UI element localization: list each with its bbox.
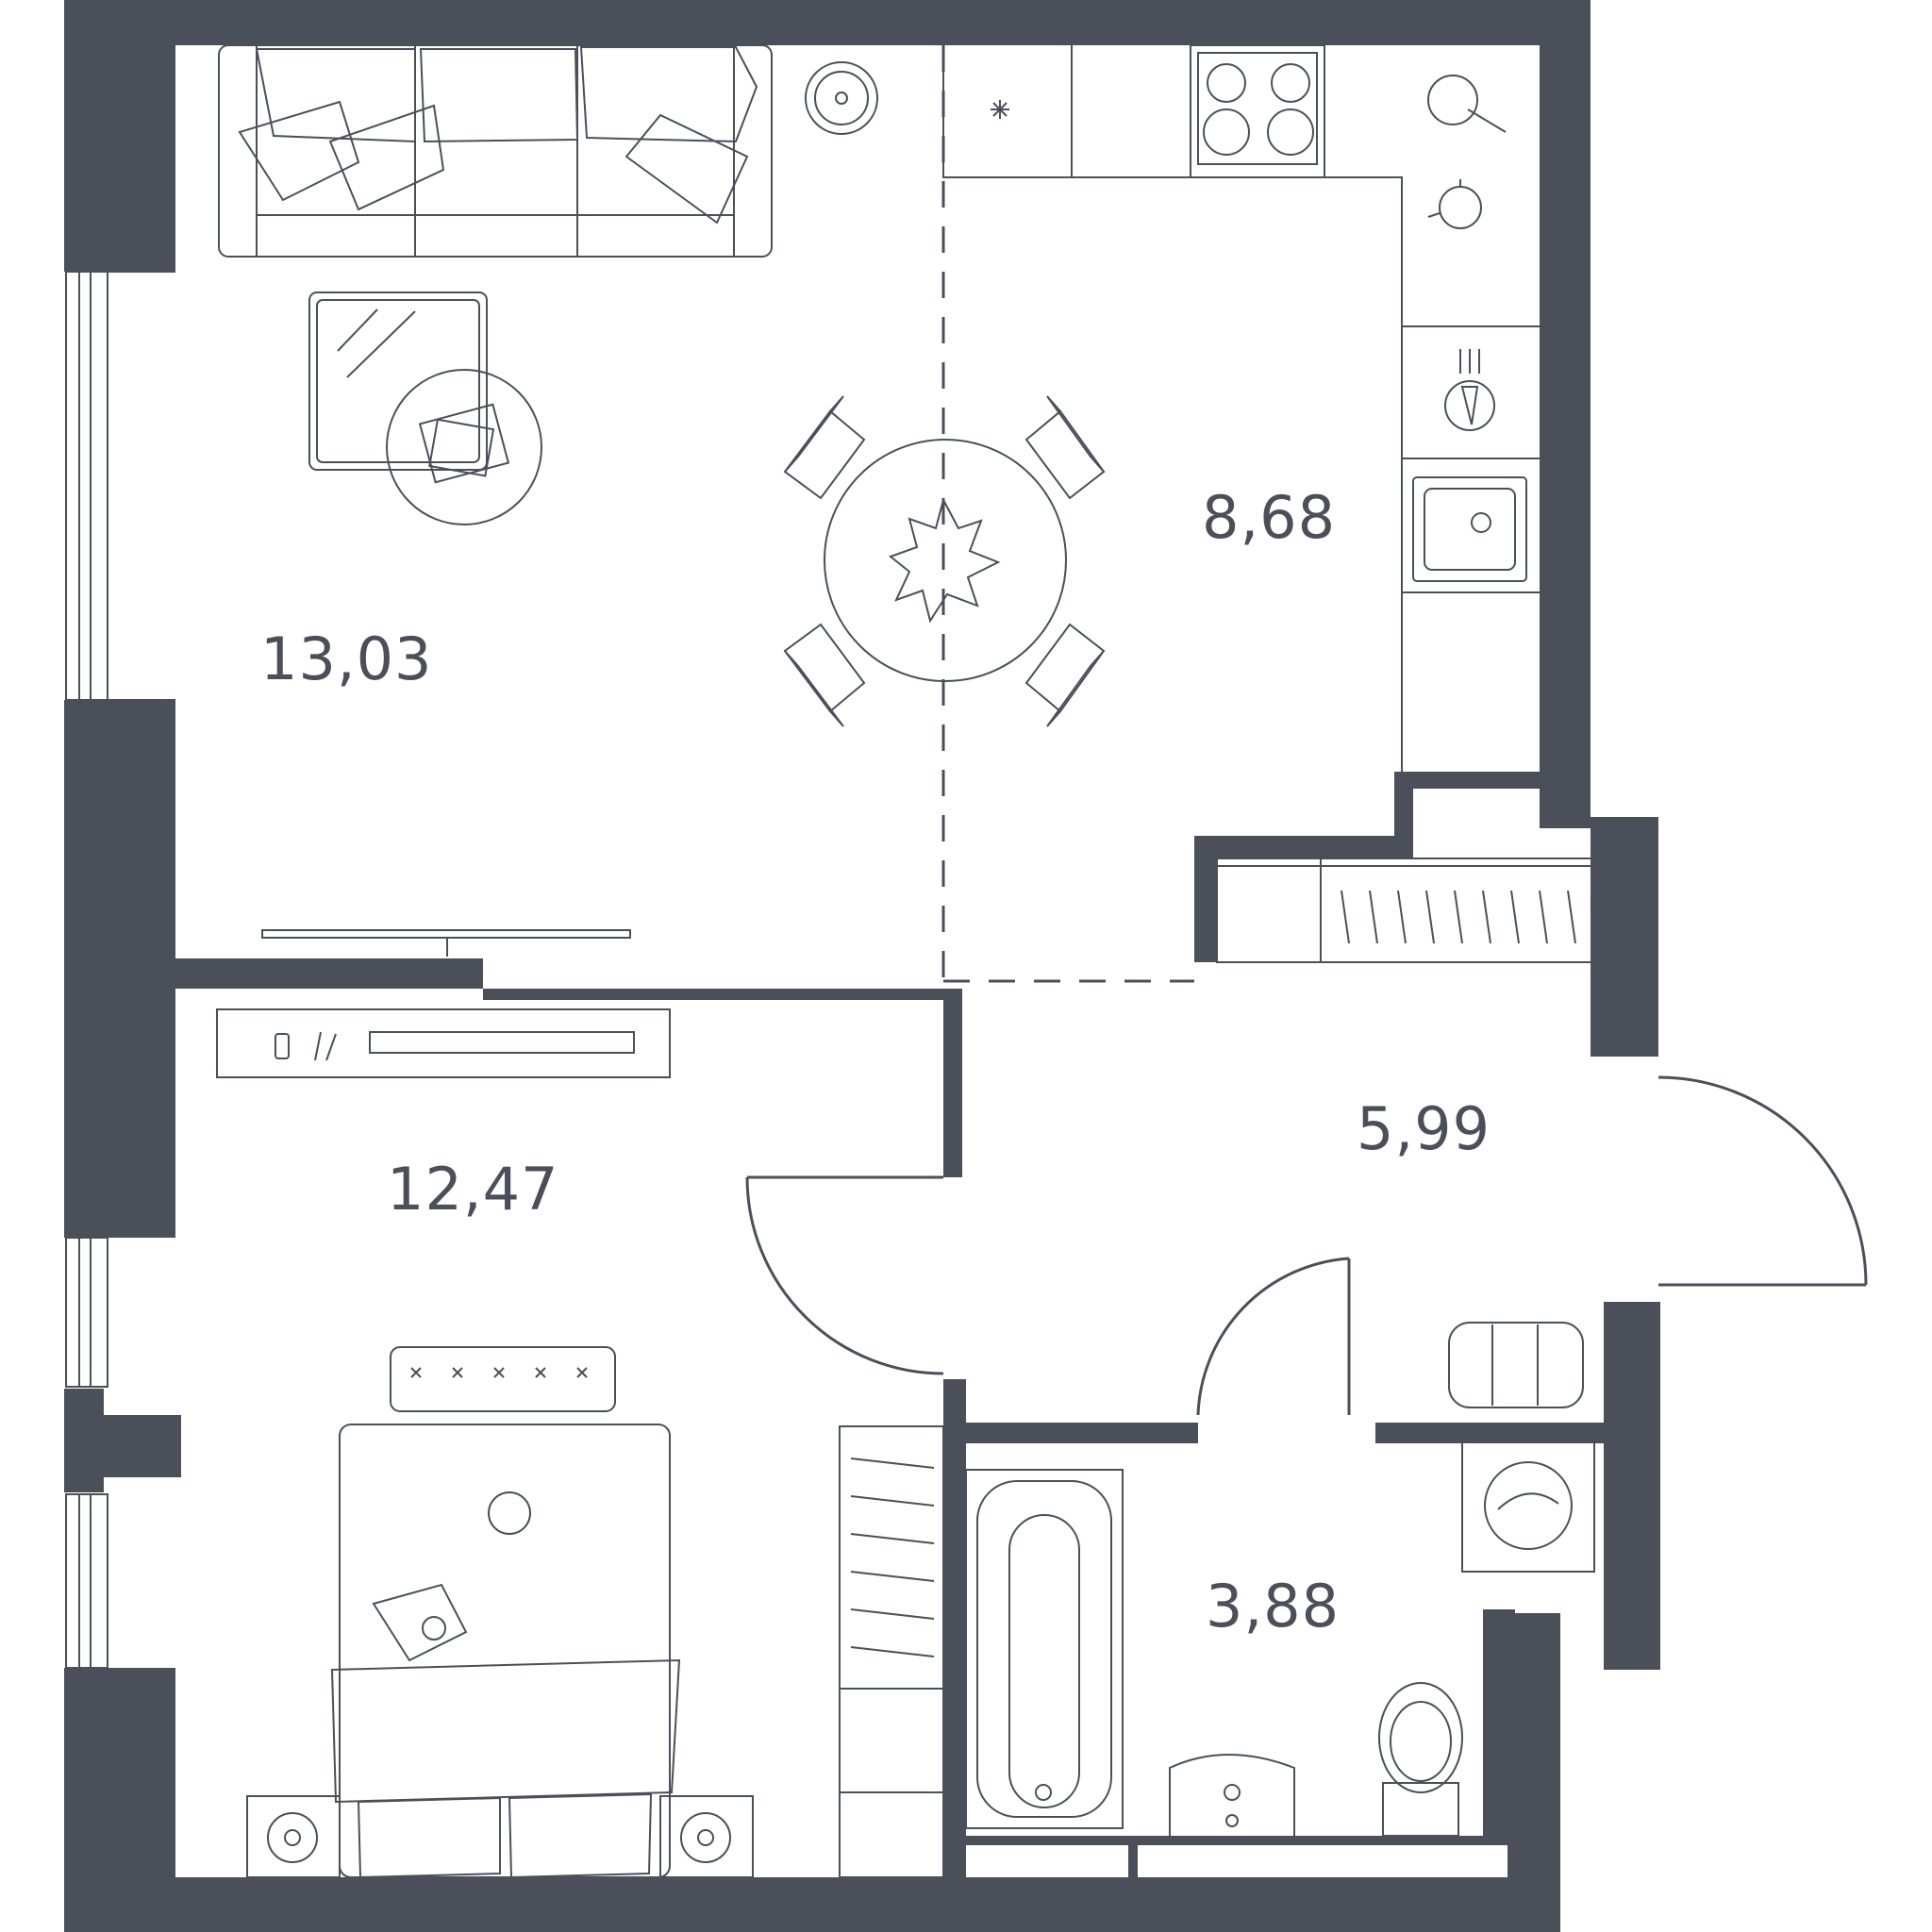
kitchen-counter (942, 45, 1540, 772)
tv-living (261, 929, 631, 957)
window-bedroom (65, 1237, 108, 1669)
area-label-kitchen: 8,68 (1202, 483, 1336, 552)
dining-table (783, 395, 1106, 727)
nightstand-left (246, 1795, 341, 1878)
coffee-table (308, 291, 542, 525)
sofa (218, 44, 773, 258)
bathtub (965, 1469, 1124, 1829)
cooktop (1190, 44, 1325, 178)
wardrobe-hallway (1216, 858, 1593, 963)
kitchen-sink (1412, 476, 1527, 582)
faucet (1444, 349, 1495, 431)
bathroom-sink (1169, 1754, 1295, 1836)
kettle (1427, 179, 1482, 229)
nightstand-right (659, 1795, 754, 1878)
area-label-living-room: 13,03 (260, 625, 433, 693)
wardrobe-bedroom (839, 1425, 944, 1878)
area-label-bathroom: 3,88 (1206, 1572, 1340, 1641)
door-entrance[interactable] (1657, 1075, 1868, 1287)
tv-bedroom (216, 1008, 671, 1078)
interior-walls (175, 772, 1604, 1932)
pouf (1448, 1322, 1584, 1408)
area-label-bedroom: 12,47 (387, 1155, 559, 1224)
washing-machine (1461, 1439, 1595, 1573)
area-label-hallway: 5,99 (1357, 1094, 1491, 1163)
exterior-walls (64, 0, 1660, 1932)
window-living (65, 271, 175, 701)
floor-lamp (805, 61, 878, 135)
fridge (991, 100, 1009, 119)
pan (1427, 75, 1507, 133)
bed (330, 1346, 681, 1879)
door-bathroom[interactable] (1196, 1257, 1351, 1416)
zone-divider (941, 45, 1194, 983)
toilet (1378, 1682, 1463, 1837)
door-bedroom[interactable] (745, 1175, 944, 1375)
